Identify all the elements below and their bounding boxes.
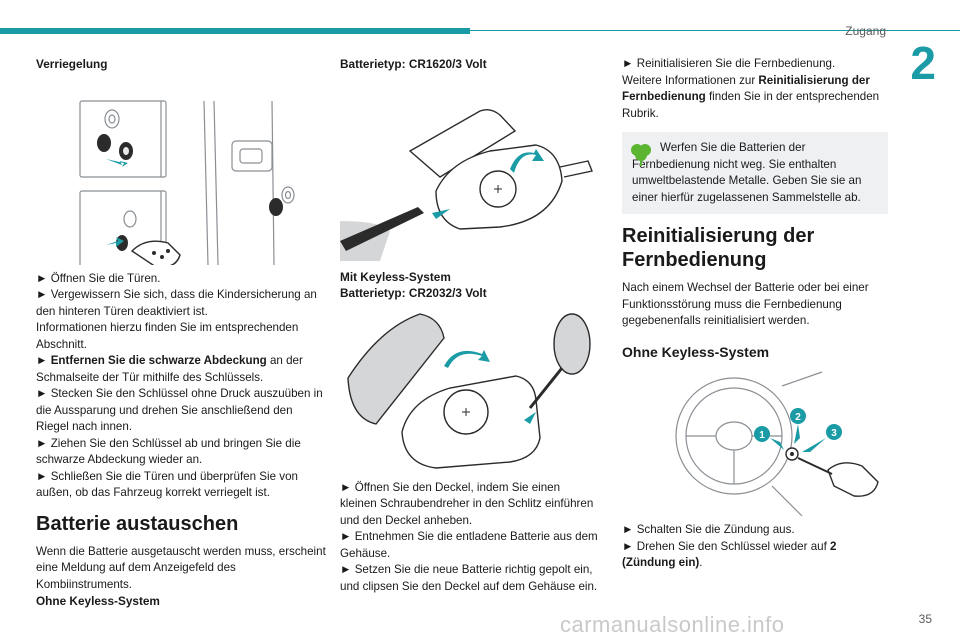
- heading-mit-keyless: Mit Keyless-System: [340, 269, 451, 284]
- heading-verriegelung: Verriegelung: [36, 57, 108, 71]
- step-child-lock: ► Vergewissern Sie sich, dass die Kinder…: [36, 288, 317, 318]
- step-open-doors: ► Öffnen Sie die Türen.: [36, 271, 161, 285]
- heading-batterie-austauschen: Batterie austauschen: [36, 512, 239, 535]
- column-2: Batterietyp: CR1620/3 Volt Mit Keyless-S…: [340, 56, 600, 595]
- step-remove-cap: ► Entfernen Sie die schwarze Abdeckung a…: [36, 354, 303, 384]
- section-label: Zugang: [845, 24, 886, 38]
- info-section-ref: Informationen hierzu finden Sie im entsp…: [36, 321, 299, 351]
- key-battery-illustration: [340, 108, 593, 261]
- heading-reinitialisierung: Reinitialisierung der Fernbedienung: [622, 225, 815, 271]
- heading-ohne-keyless: Ohne Keyless-System: [36, 594, 160, 608]
- step-ignition-off: ► Schalten Sie die Zündung aus.: [622, 523, 795, 536]
- step-insert-key: ► Stecken Sie den Schlüssel ohne Druck a…: [36, 387, 323, 433]
- step-remove-battery: ► Entnehmen Sie die entladene Batterie a…: [340, 530, 598, 560]
- heading-ohne-keyless-2: Ohne Keyless-System: [622, 343, 770, 360]
- column-1: Verriegelung: [36, 56, 326, 610]
- ignition-illustration: 1 2 3: [675, 371, 879, 516]
- keyless-battery-illustration: [347, 312, 591, 469]
- door-lock-illustration: [79, 99, 295, 265]
- callout-1: 1: [759, 430, 765, 441]
- tree-icon: [631, 144, 651, 166]
- step-remove-key: ► Ziehen Sie den Schlüssel ab und bringe…: [36, 436, 301, 467]
- step-close-doors: ► Schließen Sie die Türen und überprüfen…: [36, 469, 298, 500]
- reinit-reference: Weitere Informationen zur Reinitialisier…: [622, 73, 880, 120]
- heading-battery-type-1: Batterietyp: CR1620/3 Volt: [340, 57, 487, 71]
- header-rule: [0, 28, 470, 34]
- step-open-cover: ► Öffnen Sie den Deckel, indem Sie einen…: [340, 480, 594, 527]
- step-reinit: ► Reinitialisieren Sie die Fernbedienung…: [622, 57, 836, 70]
- heading-battery-type-2: Batterietyp: CR2032/3 Volt: [340, 286, 487, 300]
- page-number: 35: [918, 612, 932, 626]
- column-3: ► Reinitialisieren Sie die Fernbedienung…: [622, 56, 888, 572]
- watermark: carmanualsonline.info: [560, 612, 785, 637]
- reinit-intro: Nach einem Wechsel der Batterie oder bei…: [622, 281, 869, 327]
- step-turn-key: ► Drehen Sie den Schlüssel wieder auf 2(…: [622, 539, 837, 570]
- header-rule-thin: [470, 30, 960, 31]
- callout-2: 2: [795, 412, 801, 423]
- eco-note: Werfen Sie die Batterien der Fernbedienu…: [622, 132, 888, 214]
- eco-note-text: Werfen Sie die Batterien der Fernbedienu…: [632, 141, 862, 204]
- chapter-number: 2: [910, 37, 936, 89]
- battery-intro: Wenn die Batterie ausgetauscht werden mu…: [36, 544, 326, 591]
- step-insert-battery: ► Setzen Sie die neue Batterie richtig g…: [340, 563, 598, 593]
- callout-3: 3: [831, 428, 837, 439]
